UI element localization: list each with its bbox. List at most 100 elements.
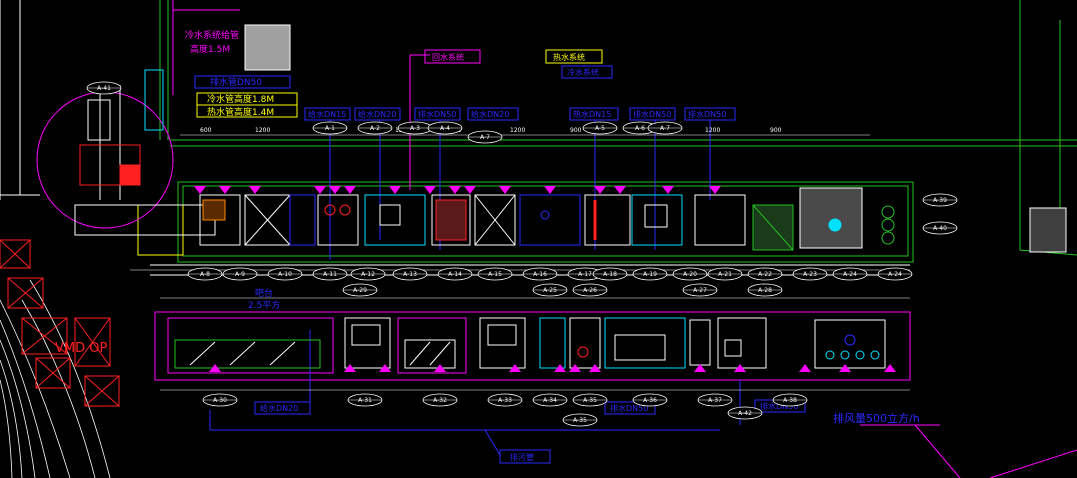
svg-text:排水DN50: 排水DN50: [688, 109, 726, 119]
magenta-markers: [194, 186, 896, 372]
pipe-marker: [554, 364, 566, 372]
counter-label: 吧台: [255, 287, 273, 299]
callout-bubble: A-18: [592, 267, 628, 281]
callout-bubble: A-16: [522, 267, 558, 281]
svg-text:A-22: A-22: [758, 271, 772, 278]
callout-bubble: A-38: [772, 393, 808, 407]
callout-bubble: A-34: [532, 393, 568, 407]
pipe-marker: [449, 186, 461, 194]
dimension-text: 1200: [510, 127, 525, 134]
svg-text:A-13: A-13: [403, 271, 417, 278]
svg-text:A-34: A-34: [543, 397, 557, 404]
callout-bubble: A-15: [477, 267, 513, 281]
pipe-marker: [614, 186, 626, 194]
stair-curves: [0, 279, 111, 478]
svg-text:热水管高度1.4M: 热水管高度1.4M: [207, 106, 274, 118]
red-crossed-boxes: [0, 239, 120, 407]
water-height-notes: 冷水管高度1.8M 热水管高度1.4M 排水管DN50: [194, 75, 298, 118]
svg-text:A-15: A-15: [488, 271, 502, 278]
callout-bubble: A-29: [342, 283, 378, 297]
pipe-marker: [839, 364, 851, 372]
svg-text:A-37: A-37: [708, 397, 722, 404]
callout-bubble: A-10: [267, 267, 303, 281]
pipe-marker: [799, 364, 811, 372]
svg-text:A-2: A-2: [370, 125, 380, 132]
svg-text:A-25: A-25: [543, 287, 557, 294]
svg-text:给水DN15: 给水DN15: [308, 109, 346, 119]
svg-text:A-28: A-28: [758, 287, 772, 294]
callout-bubble: A-37: [697, 393, 733, 407]
svg-text:A-18: A-18: [603, 271, 617, 278]
svg-text:A-11: A-11: [323, 271, 337, 278]
callout-bubble: A-3: [397, 121, 433, 135]
svg-text:给水DN20: 给水DN20: [260, 403, 298, 413]
svg-text:A-16: A-16: [533, 271, 547, 278]
pipe-marker: [344, 364, 356, 372]
callout-bubble: A-4: [427, 121, 463, 135]
pipe-marker: [314, 186, 326, 194]
counter-length: 2.5平方: [248, 299, 280, 311]
pipe-marker: [694, 364, 706, 372]
pipe-marker: [884, 364, 896, 372]
svg-text:给水DN20: 给水DN20: [471, 109, 509, 119]
callout-bubble: A-21: [707, 267, 743, 281]
left-vmd-text: VMD OP: [55, 341, 107, 356]
svg-text:A-4: A-4: [440, 125, 450, 132]
svg-text:热水系统: 热水系统: [553, 52, 585, 62]
callout-bubble: A-40: [922, 221, 958, 235]
callout-bubble: A-22: [747, 267, 783, 281]
svg-text:排水DN50: 排水DN50: [760, 401, 798, 411]
left-wall: [0, 0, 216, 236]
pipe-marker: [662, 186, 674, 194]
callout-bubble: A-35: [572, 393, 608, 407]
callout-bubble: A-20: [672, 267, 708, 281]
pipe-marker: [544, 186, 556, 194]
callout-bubble: A-25: [532, 283, 568, 297]
svg-text:排水DN50: 排水DN50: [633, 109, 671, 119]
svg-text:排污管: 排污管: [510, 452, 534, 462]
svg-text:A-36: A-36: [643, 397, 657, 404]
magenta-lines: [154, 0, 1077, 478]
pipe-marker: [594, 186, 606, 194]
dimension-text: 900: [770, 127, 782, 134]
pipe-marker: [709, 186, 721, 194]
pipe-marker: [379, 364, 391, 372]
callout-bubble: A-12: [350, 267, 386, 281]
svg-text:A-32: A-32: [433, 397, 447, 404]
svg-text:冷水管高度1.8M: 冷水管高度1.8M: [207, 93, 274, 105]
callout-bubble: A-27: [682, 283, 718, 297]
lower-equipment-row: [174, 317, 886, 369]
svg-text:A-12: A-12: [361, 271, 375, 278]
svg-text:A-24: A-24: [888, 271, 902, 278]
dimension-text: 1200: [705, 127, 720, 134]
callout-bubble: A-39: [922, 193, 958, 207]
svg-text:排水DN50: 排水DN50: [418, 109, 456, 119]
svg-text:给水DN20: 给水DN20: [358, 109, 396, 119]
svg-text:A-35: A-35: [573, 417, 587, 424]
svg-text:回水系统: 回水系统: [432, 52, 464, 62]
svg-text:A-9: A-9: [235, 271, 245, 278]
svg-text:A-38: A-38: [783, 397, 797, 404]
upper-equipment-row: [199, 187, 895, 251]
callout-bubble: A-30: [202, 393, 238, 407]
pipe-marker: [589, 364, 601, 372]
callout-bubble: A-42: [727, 406, 763, 420]
svg-text:A-3: A-3: [410, 125, 420, 132]
svg-text:A-5: A-5: [595, 125, 605, 132]
callout-bubble: A-11: [312, 267, 348, 281]
callout-bubble: A-8: [187, 267, 223, 281]
grey-column: [244, 24, 291, 71]
pipe-tags: 回水系统 热水系统 冷水系统 排污管 排水DN50 给水DN20 排水DN50: [254, 49, 806, 464]
callout-bubble: A-13: [392, 267, 428, 281]
pipe-marker: [434, 364, 446, 372]
callout-bubble: A-31: [347, 393, 383, 407]
svg-text:A-8: A-8: [200, 271, 210, 278]
dimension-text: 1200: [255, 127, 270, 134]
svg-text:A-6: A-6: [635, 125, 645, 132]
svg-text:A-24: A-24: [843, 271, 857, 278]
svg-text:A-20: A-20: [683, 271, 697, 278]
svg-text:排水管DN50: 排水管DN50: [210, 76, 262, 88]
svg-text:A-42: A-42: [738, 410, 752, 417]
svg-text:A-23: A-23: [803, 271, 817, 278]
